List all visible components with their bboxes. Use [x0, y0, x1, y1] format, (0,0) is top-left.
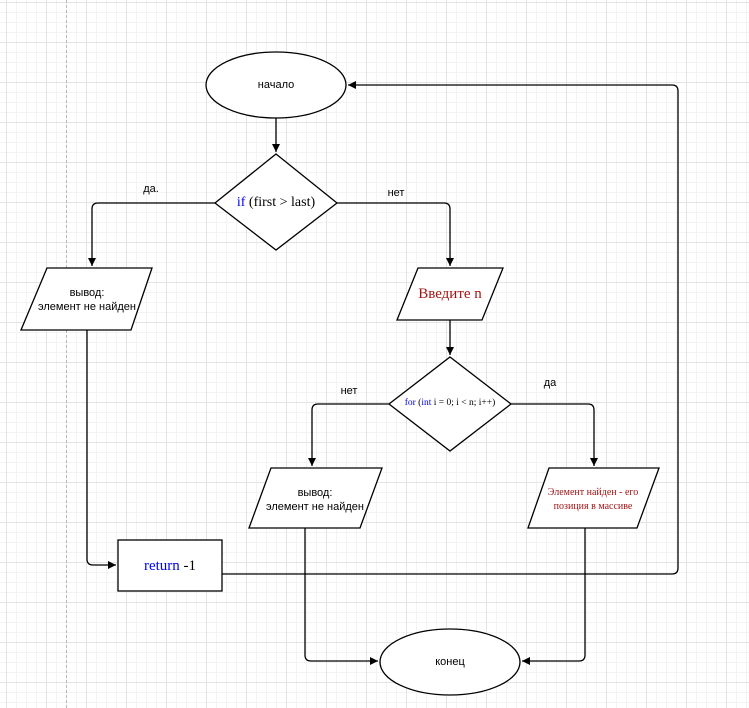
- edge-label-loop-no: нет: [340, 385, 358, 397]
- condition-decision[interactable]: [213, 153, 339, 251]
- edge-condition-no: [337, 202, 454, 266]
- loop-open: (: [415, 398, 422, 408]
- edge-output-middle-to-end: [304, 528, 378, 665]
- loop-expression: i = 0; i < n; i++): [431, 398, 496, 408]
- edge-loop-yes: [511, 403, 598, 466]
- output-middle-label: вывод: элемент не найден: [254, 486, 376, 514]
- end-terminator[interactable]: [379, 628, 521, 696]
- end-label: конец: [435, 656, 465, 668]
- output-left-label: вывод: элемент не найден: [26, 286, 148, 314]
- return-value: -1: [179, 558, 197, 574]
- return-keyword: return: [143, 558, 180, 574]
- output-left-line1: вывод:: [69, 287, 105, 299]
- edge-output-found-to-end: [522, 528, 586, 665]
- edge-return-to-start: [222, 81, 679, 575]
- start-label: начало: [257, 79, 295, 91]
- input-n-parallelogram[interactable]: [396, 267, 504, 321]
- loop-keyword: for: [404, 398, 416, 408]
- edge-label-condition-no: нет: [387, 187, 405, 199]
- condition-keyword: if: [236, 195, 246, 210]
- condition-expression: (first > last): [245, 195, 316, 210]
- edge-output-left-to-return: [86, 330, 116, 569]
- edge-condition-yes: [88, 202, 215, 266]
- page-boundary-guide: [66, 0, 67, 708]
- condition-label: if (first > last): [215, 195, 337, 211]
- return-label: return -1: [118, 557, 222, 575]
- loop-label: for (int i = 0; i < n; i++): [389, 397, 511, 410]
- output-found-label: Элемент найден - его позиция в массиве: [530, 486, 656, 514]
- output-middle-parallelogram[interactable]: [248, 467, 383, 529]
- output-left-line2: элемент не найден: [38, 301, 136, 313]
- edge-label-condition-yes: да.: [143, 183, 159, 195]
- output-left-parallelogram[interactable]: [20, 267, 153, 331]
- output-middle-line1: вывод:: [297, 487, 333, 499]
- output-found-parallelogram[interactable]: [527, 467, 660, 529]
- return-process-block[interactable]: [117, 539, 223, 592]
- output-middle-line2: элемент не найден: [266, 501, 364, 513]
- loop-decision[interactable]: [387, 356, 513, 452]
- input-n-label: Введите n: [418, 286, 482, 302]
- edge-label-loop-yes: да: [543, 377, 557, 389]
- output-found-line2: позиция в массиве: [553, 501, 633, 512]
- edge-loop-no: [308, 403, 389, 466]
- output-found-line1: Элемент найден - его: [547, 487, 639, 498]
- loop-type-keyword: int: [421, 398, 432, 408]
